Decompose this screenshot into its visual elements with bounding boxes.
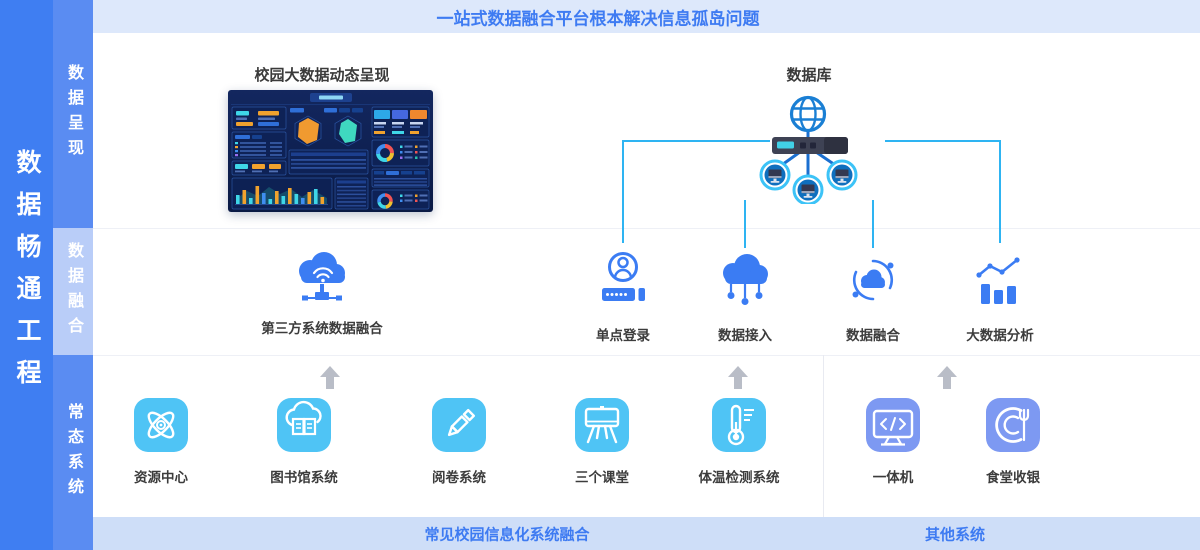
section-data-fusion: 数据融合 [53,228,93,355]
section-label: 数据呈现 [65,64,82,164]
left-group-banner: 常见校园信息化系统融合 [424,526,590,543]
globe-icon [789,95,827,133]
client-terminal-icon [826,159,858,191]
system-canteen: 食堂收银 [948,398,1078,486]
whiteboard-icon [575,398,629,452]
system-label: 食堂收银 [986,470,1040,485]
separator-line [93,228,1200,229]
service-bigdata-analysis: 大数据分析 [940,251,1060,344]
cloud-book-icon [277,398,331,452]
system-label: 一体机 [872,470,914,485]
sso-icon [602,252,645,301]
system-label: 资源中心 [134,470,188,485]
dashboard-caption: 校园大数据动态呈现 [254,67,390,84]
connector-lines [622,140,1001,248]
atom-icon [134,398,188,452]
database-icon [759,95,858,204]
section-label: 常态系统 [65,402,82,503]
service-label: 数据融合 [846,328,900,343]
service-label: 单点登录 [596,328,650,343]
pen-icon [432,398,486,452]
system-all-in-one: 一体机 [828,398,958,486]
system-label: 阅卷系统 [432,470,486,485]
cloud-wifi-icon [299,252,345,301]
client-terminal-icon [792,174,824,204]
system-label: 三个课堂 [575,470,629,485]
third-party-fusion: 第三方系统数据融合 [237,248,407,337]
up-arrow-icon [728,366,748,389]
separator-line [93,355,1200,356]
system-label: 图书馆系统 [270,470,338,485]
sync-cloud-icon [852,259,894,301]
bottom-banner: 常见校园信息化系统融合 其他系统 [93,517,1200,550]
system-temperature: 体温检测系统 [674,398,804,486]
system-resource-center: 资源中心 [96,398,226,486]
project-title: 数据畅通工程 [13,149,41,401]
section-divider [823,355,824,517]
thermometer-icon [712,398,766,452]
third-party-fusion-label: 第三方系统数据融合 [261,321,383,336]
dashboard-graphics [231,93,430,210]
service-data-access: 数据接入 [685,251,805,344]
service-label: 数据接入 [718,328,772,343]
cloud-network-icon [723,254,768,305]
system-grading: 阅卷系统 [394,398,524,486]
section-normal-systems: 常态系统 [53,355,93,550]
campus-dashboard-preview [228,90,433,212]
section-label: 数据融合 [65,241,82,342]
client-terminal-icon [759,159,791,191]
section-data-presentation: 数据呈现 [53,0,93,228]
analytics-chart-icon [976,257,1020,304]
service-data-fusion: 数据融合 [813,251,933,344]
service-sso: 单点登录 [563,251,683,344]
system-library: 图书馆系统 [239,398,369,486]
monitor-code-icon [866,398,920,452]
right-group-banner: 其他系统 [924,526,986,543]
system-label: 体温检测系统 [698,470,780,485]
system-three-classrooms: 三个课堂 [537,398,667,486]
top-banner-text: 一站式数据融合平台根本解决信息孤岛问题 [436,9,760,28]
database-caption: 数据库 [786,67,832,84]
up-arrow-icon [937,366,957,389]
project-title-bar: 数据畅通工程 [0,0,53,550]
top-banner: 一站式数据融合平台根本解决信息孤岛问题 [93,0,1200,33]
up-arrow-icon [320,366,340,389]
service-label: 大数据分析 [966,328,1034,343]
plate-fork-icon [986,398,1040,452]
